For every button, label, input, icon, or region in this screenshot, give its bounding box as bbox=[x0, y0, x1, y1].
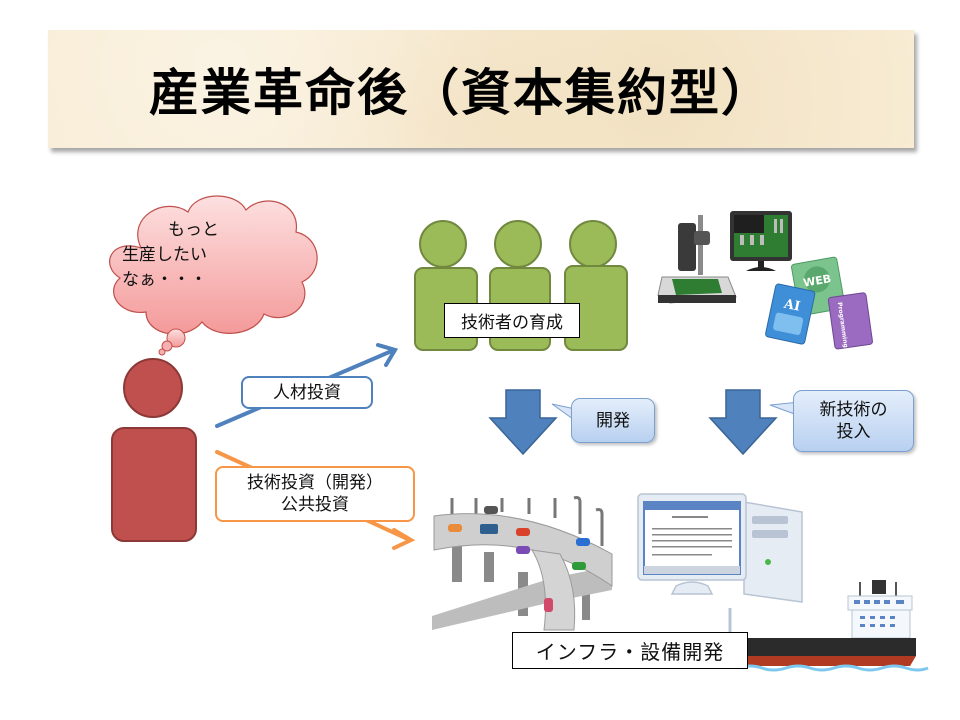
cloud-body bbox=[109, 195, 318, 335]
car-icon bbox=[484, 506, 498, 514]
tech-investment-text-1: 技術投資（開発） bbox=[247, 473, 383, 493]
tech-equipment-illustration: WEB AI Programming bbox=[657, 211, 873, 350]
elevated-road bbox=[433, 513, 613, 587]
car-icon bbox=[516, 528, 530, 536]
engineer-head bbox=[569, 220, 617, 268]
engineer-head bbox=[419, 220, 467, 268]
car-icon bbox=[516, 546, 530, 554]
title-banner: 産業革命後（資本集約型） bbox=[48, 30, 914, 148]
development-down-arrow bbox=[488, 389, 558, 456]
thought-line: 生産したい bbox=[122, 245, 207, 265]
cloud-tail-small bbox=[158, 348, 166, 356]
monitor-icon bbox=[730, 211, 792, 271]
ship-bridge bbox=[847, 580, 913, 639]
thought-line: もっと bbox=[168, 220, 219, 240]
car-icon bbox=[576, 538, 590, 546]
microscope-icon bbox=[657, 215, 737, 304]
tech-investment-label: 技術投資（開発） 公共投資 bbox=[215, 466, 415, 522]
car-icon bbox=[480, 524, 498, 534]
new-tech-down-arrow bbox=[708, 389, 778, 456]
street-lamps bbox=[450, 496, 604, 546]
pc-tower-icon bbox=[743, 501, 803, 603]
pc-monitor-icon bbox=[637, 493, 747, 595]
person-body bbox=[111, 427, 197, 542]
hr-investment-text: 人材投資 bbox=[273, 382, 341, 403]
new-tech-callout: 新技術の 投入 bbox=[793, 390, 914, 452]
book-ai-title: AI bbox=[782, 296, 802, 314]
development-callout-text: 開発 bbox=[596, 410, 630, 431]
tech-investment-text-2: 公共投資 bbox=[281, 495, 349, 515]
car-icon bbox=[572, 562, 586, 570]
book-ai-icon: AI bbox=[765, 283, 816, 345]
highway-illustration bbox=[432, 496, 613, 631]
page-title: 産業革命後（資本集約型） bbox=[149, 64, 773, 122]
new-tech-callout-text-2: 投入 bbox=[836, 422, 871, 442]
investor-person-icon bbox=[111, 358, 197, 542]
water-waves bbox=[737, 664, 929, 672]
person-head bbox=[123, 358, 183, 418]
thought-line: なぁ・・・ bbox=[122, 270, 207, 290]
hr-investment-label: 人材投資 bbox=[241, 376, 373, 409]
ship-hull-bottom bbox=[740, 656, 916, 666]
thought-cloud bbox=[109, 195, 318, 356]
car-icon bbox=[544, 598, 553, 612]
thought-text: もっと 生産したい なぁ・・・ bbox=[122, 218, 292, 293]
engineer-training-text: 技術者の育成 bbox=[461, 313, 563, 333]
new-tech-callout-text-1: 新技術の bbox=[819, 400, 888, 420]
ship-hull bbox=[740, 638, 916, 656]
ramp-road bbox=[531, 549, 576, 631]
ship-illustration bbox=[728, 580, 929, 672]
engineer-head bbox=[494, 220, 542, 268]
computer-illustration bbox=[637, 493, 803, 603]
engineer-training-label: 技術者の育成 bbox=[444, 303, 580, 338]
car-icon bbox=[448, 524, 462, 532]
book-programming-icon: Programming bbox=[827, 292, 873, 350]
book-web-title: WEB bbox=[802, 272, 832, 290]
cloud-tail-large bbox=[166, 328, 186, 348]
infrastructure-text: インフラ・設備開発 bbox=[535, 640, 725, 664]
development-callout: 開発 bbox=[571, 398, 655, 443]
cloud-tail-medium bbox=[161, 340, 173, 352]
infrastructure-label: インフラ・設備開発 bbox=[512, 632, 748, 669]
cars bbox=[448, 506, 590, 612]
